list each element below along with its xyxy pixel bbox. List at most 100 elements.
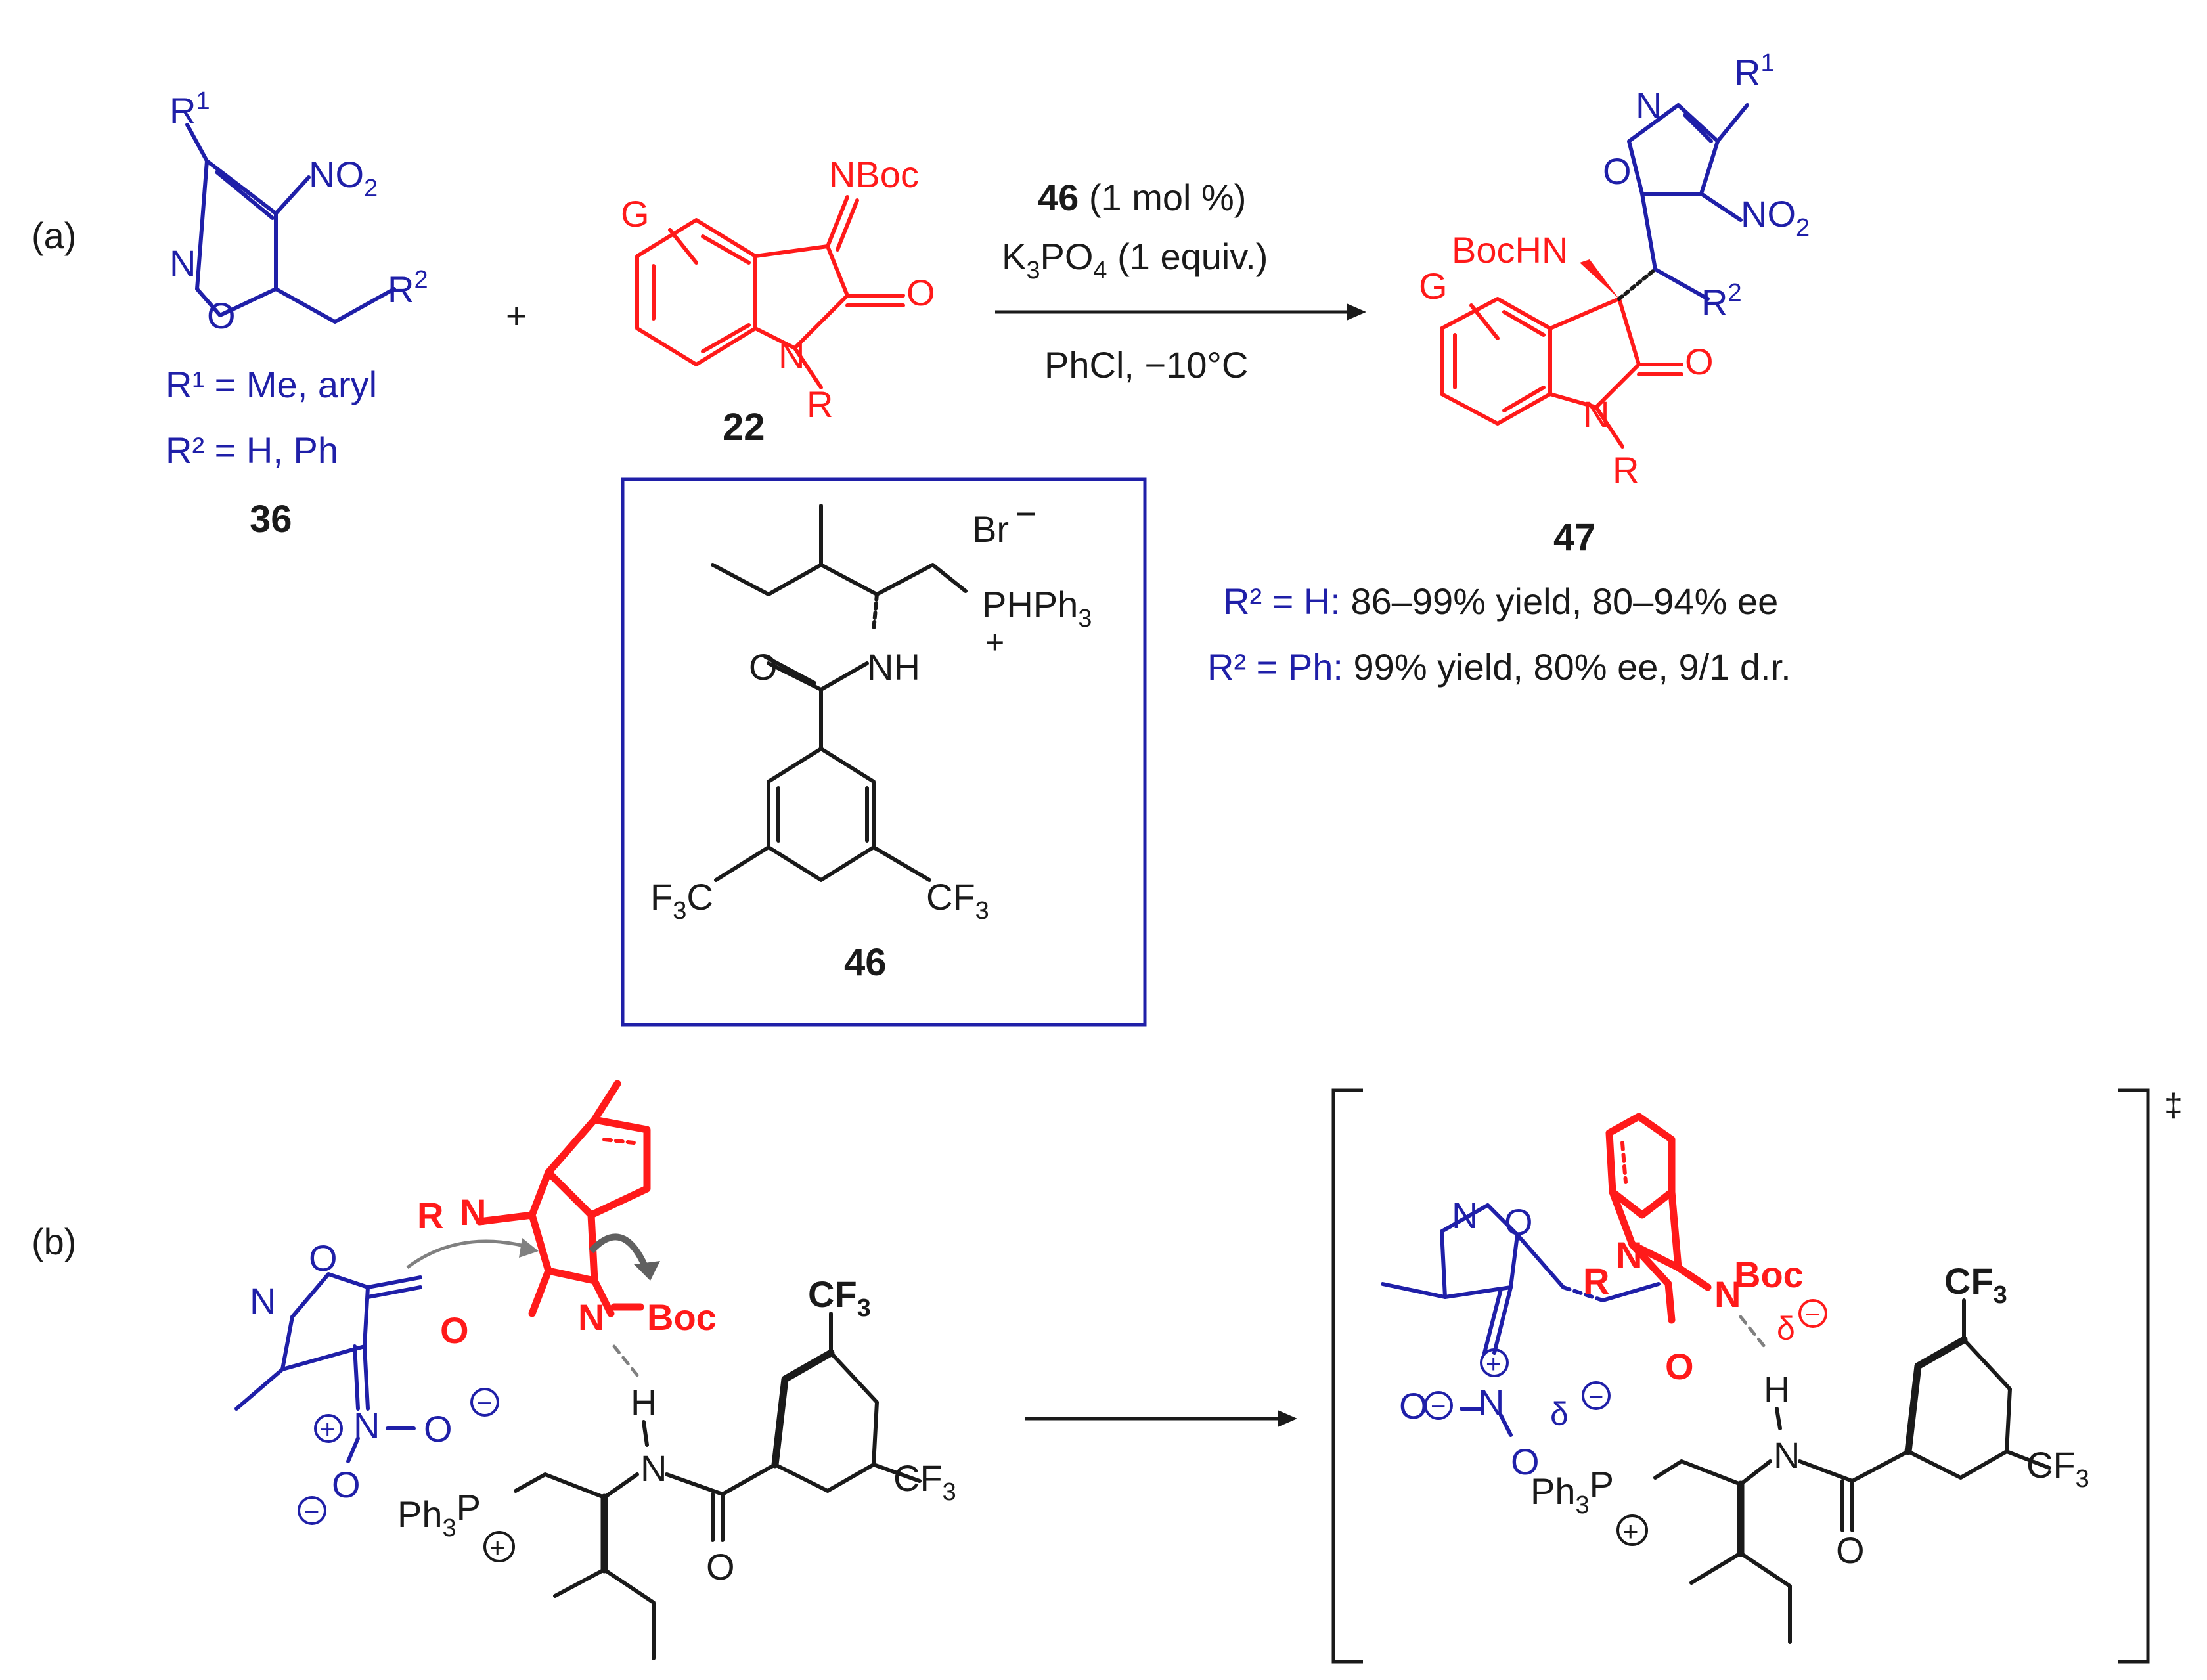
product-r2-label: R: [1701, 282, 1728, 323]
left-amide-o: O: [706, 1546, 735, 1587]
reaction-conditions: 46 (1 mol %) K3PO4 (1 equiv.) PhCl, −10°…: [995, 177, 1366, 386]
svg-text:R2: R2: [388, 266, 428, 310]
nboc-label: NBoc: [829, 154, 919, 195]
left-nitro-minus1: −: [477, 1389, 492, 1418]
isoxazole-o-label: O: [207, 295, 236, 336]
left-carbonyl-o: O: [440, 1310, 469, 1351]
left-ph3p: Ph: [397, 1493, 443, 1535]
panel-b-transition-state: ‡ N O N O O − + δ − R N N Boc O δ −: [1331, 1087, 2183, 1664]
ts-carbonyl-o: O: [1665, 1346, 1694, 1387]
reactant-36: R1 NO2 N O R2 R¹ = Me, aryl R² = H, Ph 3…: [166, 87, 428, 541]
catalyst-46: Br− PHPh3 + NH O F3C CF3 46: [621, 477, 1147, 1027]
svg-text:R1: R1: [169, 87, 210, 131]
ts-nitro-o2: O: [1511, 1441, 1540, 1482]
ts-p-plus: +: [1622, 1516, 1639, 1547]
left-iso-o: O: [309, 1237, 338, 1279]
left-nitro-o1: O: [424, 1408, 453, 1449]
ts-delta-2: δ: [1777, 1310, 1795, 1347]
r2-label: R: [388, 269, 414, 310]
ts-cf3-right: CF: [2026, 1444, 2076, 1486]
product-isoxazole-o: O: [1603, 150, 1632, 192]
panel-b-left-model: N O N O O + − − R N O N Boc H N: [234, 1080, 956, 1660]
svg-text:CF3: CF3: [926, 876, 989, 925]
ts-nitro-minus: −: [1431, 1392, 1446, 1421]
product-bochn-label: BocHN: [1452, 229, 1568, 271]
compound-number-47: 47: [1553, 516, 1596, 559]
left-n-r: R: [417, 1195, 443, 1236]
left-h: H: [631, 1382, 657, 1423]
panel-a-label: (a): [32, 215, 76, 256]
svg-text:K3PO4 (1 equiv.): K3PO4 (1 equiv.): [1002, 236, 1268, 284]
result-ph-value: 99% yield, 80% ee, 9/1 d.r.: [1343, 646, 1791, 688]
result-ph-label: R² = Ph:: [1207, 646, 1343, 688]
left-amide-n: N: [640, 1448, 667, 1489]
result-h-label: R² = H:: [1223, 581, 1341, 622]
svg-text:PHPh3: PHPh3: [982, 584, 1092, 632]
left-iso-n: N: [250, 1280, 276, 1321]
left-indole-n: N: [460, 1191, 486, 1233]
compound-number-46: 46: [844, 941, 887, 984]
product-47: R1 N O NO2 R2 BocHN G O N R 47 R² = H: 8…: [1207, 49, 1810, 688]
product-carbonyl-o: O: [1685, 341, 1714, 382]
left-nitro-plus: +: [320, 1415, 335, 1444]
indole-n-label: N: [778, 334, 805, 376]
svg-text:NO2: NO2: [1741, 193, 1810, 242]
ts-cf3-top: CF: [1944, 1260, 1994, 1302]
compound-number-36: 36: [250, 498, 292, 541]
left-p-plus: +: [489, 1532, 506, 1563]
product-n-r-label: R: [1613, 449, 1639, 491]
left-cf3-top: CF: [808, 1273, 857, 1315]
svg-text:Ph3P: Ph3P: [1530, 1464, 1614, 1519]
svg-text:CF3: CF3: [808, 1273, 871, 1322]
svg-text:R² = H: 86–99% yield, 80–94% e: R² = H: 86–99% yield, 80–94% ee: [1223, 581, 1778, 622]
ts-nitro-n: N: [1478, 1382, 1504, 1423]
r2-definition: R² = H, Ph: [166, 430, 338, 471]
solvent-temperature: PhCl, −10°C: [1044, 344, 1248, 386]
isoxazole-n-label: N: [169, 242, 196, 284]
no2-label: NO: [309, 154, 364, 195]
left-nitro-minus2: −: [304, 1497, 319, 1526]
phosphonium-plus: +: [985, 624, 1004, 661]
g-substituent-label: G: [621, 193, 650, 234]
ts-n-r: R: [1583, 1260, 1609, 1302]
product-g-label: G: [1419, 265, 1448, 307]
svg-text:R1: R1: [1734, 49, 1775, 93]
n-r-label: R: [807, 384, 833, 425]
product-no2-label: NO: [1741, 193, 1796, 234]
ts-iso-n: N: [1452, 1195, 1478, 1236]
r1-label: R: [169, 90, 196, 131]
ts-amide-o: O: [1836, 1530, 1865, 1571]
ts-imine-n: N: [1714, 1273, 1741, 1315]
svg-text:46 (1 mol %): 46 (1 mol %): [1038, 177, 1246, 218]
svg-text:R2: R2: [1701, 279, 1742, 323]
catalyst-box: [621, 477, 1147, 1027]
product-isoxazole-n: N: [1636, 85, 1662, 126]
ts-h: H: [1764, 1369, 1790, 1410]
svg-text:NO2: NO2: [309, 154, 378, 202]
r1-definition: R¹ = Me, aryl: [166, 364, 377, 405]
left-imine-n: N: [578, 1296, 604, 1338]
catalyst-ref: 46: [1038, 177, 1079, 218]
product-indole-n: N: [1583, 393, 1609, 435]
ts-boc: Boc: [1734, 1254, 1804, 1295]
svg-text:Ph3P: Ph3P: [397, 1487, 481, 1542]
phosphonium-label: PHPh: [982, 584, 1078, 625]
ts-amide-n: N: [1773, 1434, 1800, 1476]
base-label: K: [1002, 236, 1026, 277]
cf3-left-label: F: [650, 876, 673, 917]
svg-text:CF3: CF3: [893, 1457, 956, 1506]
ts-indole-n: N: [1616, 1234, 1642, 1275]
ts-nitro-plus: +: [1486, 1350, 1501, 1379]
ts-dagger: ‡: [2164, 1087, 2183, 1124]
ts-delta-minus-1: −: [1588, 1382, 1603, 1411]
cf3-right-label: CF: [926, 876, 975, 917]
ts-nitro-o1: O: [1399, 1385, 1428, 1426]
svg-text:CF3: CF3: [2026, 1444, 2089, 1493]
svg-text:F3C: F3C: [650, 876, 713, 925]
ts-ph3p: Ph: [1530, 1470, 1576, 1512]
left-cf3-right: CF: [893, 1457, 943, 1499]
left-boc: Boc: [647, 1296, 717, 1338]
ts-iso-o: O: [1504, 1201, 1533, 1243]
panel-b-label: (b): [32, 1221, 76, 1262]
